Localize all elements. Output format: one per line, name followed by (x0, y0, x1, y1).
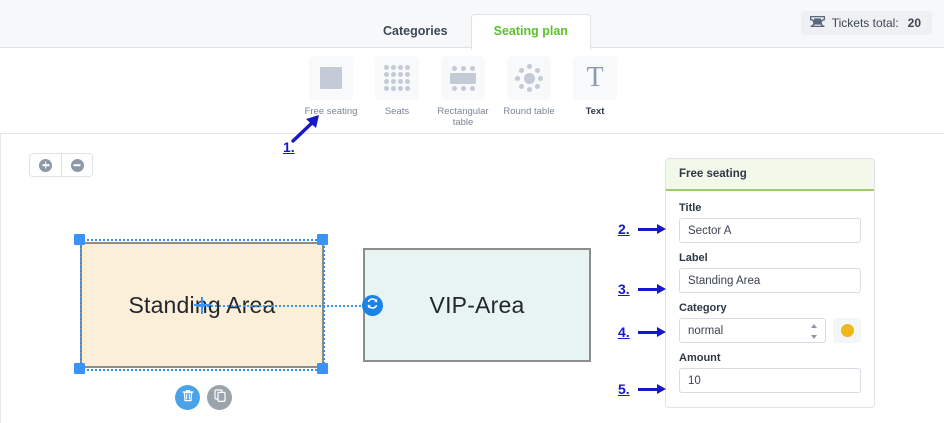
tool-label: Seats (384, 106, 410, 117)
ticket-icon (809, 15, 826, 30)
tickets-total-label: Tickets total: (831, 16, 899, 30)
zoom-controls (29, 153, 93, 177)
title-label: Title (679, 202, 702, 214)
minus-circle-icon (70, 158, 84, 172)
resize-handle-top-left[interactable] (74, 234, 85, 245)
annotation-1-arrow (291, 115, 319, 143)
amount-input[interactable] (679, 368, 861, 393)
field-amount: Amount (679, 352, 861, 393)
tickets-total-value: 20 (907, 16, 921, 30)
plus-circle-icon (39, 158, 52, 172)
tab-bar: Categories Seating plan (360, 14, 591, 50)
dot-grid-icon (375, 56, 419, 100)
annotation-3-arrow (638, 284, 666, 295)
zoom-in-button[interactable] (30, 154, 61, 176)
trash-icon (181, 389, 194, 407)
resize-handle-top-right[interactable] (317, 234, 328, 245)
annotation-5-number: 5. (618, 381, 630, 397)
color-swatch-icon (840, 324, 854, 337)
filled-square-icon (309, 56, 353, 100)
tool-text[interactable]: T Text (569, 56, 621, 128)
tool-free-seating[interactable]: Free seating (305, 56, 357, 128)
rotate-icon (366, 297, 379, 315)
tool-label: Text (585, 106, 605, 117)
category-value: normal (688, 324, 724, 337)
copy-icon (213, 388, 226, 407)
label-label: Label (679, 252, 708, 264)
tool-label: Rectangular table (437, 106, 489, 129)
spinner-arrows-icon (811, 323, 818, 340)
duplicate-shape-button[interactable] (207, 385, 232, 410)
shape-vip-area[interactable]: VIP-Area (363, 248, 591, 362)
resize-handle-bottom-right[interactable] (317, 363, 328, 374)
tab-seating-plan[interactable]: Seating plan (470, 14, 591, 50)
field-category: Category normal (679, 302, 861, 343)
center-crosshair-icon (194, 297, 211, 314)
annotation-4-number: 4. (618, 324, 630, 340)
amount-label: Amount (679, 352, 721, 364)
tool-strip: Free seating Seats Rectangular table (0, 48, 944, 134)
annotation-2-number: 2. (618, 221, 630, 237)
annotation-1-number: 1. (283, 139, 295, 155)
delete-shape-button[interactable] (175, 385, 200, 410)
tickets-total-badge: Tickets total: 20 (800, 11, 932, 35)
field-title: Title (679, 202, 861, 243)
annotation-4-arrow (638, 327, 666, 338)
properties-panel: Free seating Title Label Category normal (665, 158, 875, 408)
tool-label: Round table (503, 106, 555, 117)
tool-rectangular-table[interactable]: Rectangular table (437, 56, 489, 128)
rotate-handle[interactable] (362, 295, 383, 316)
top-bar: Categories Seating plan Tickets total: 2… (0, 0, 944, 50)
panel-body: Title Label Category normal Amount (666, 191, 874, 407)
tool-list: Free seating Seats Rectangular table (305, 56, 621, 128)
category-row: normal (679, 318, 861, 343)
annotation-2-arrow (638, 224, 666, 235)
label-input[interactable] (679, 268, 861, 293)
tool-seats[interactable]: Seats (371, 56, 423, 128)
shape-action-buttons (175, 385, 232, 410)
shape-label: VIP-Area (429, 291, 525, 318)
category-select[interactable]: normal (679, 318, 826, 343)
resize-handle-bottom-left[interactable] (74, 363, 85, 374)
rectangular-table-icon (441, 56, 485, 100)
category-color-button[interactable] (833, 318, 861, 343)
annotation-3-number: 3. (618, 281, 630, 297)
panel-header: Free seating (666, 159, 874, 191)
annotation-5-arrow (638, 384, 666, 395)
zoom-out-button[interactable] (61, 154, 92, 176)
text-T-icon: T (573, 56, 617, 100)
alignment-guide (196, 305, 372, 307)
category-label: Category (679, 302, 727, 314)
field-label: Label (679, 252, 861, 293)
round-table-icon (507, 56, 551, 100)
title-input[interactable] (679, 218, 861, 243)
tool-round-table[interactable]: Round table (503, 56, 555, 128)
tool-label: Free seating (304, 106, 358, 117)
tab-categories[interactable]: Categories (383, 24, 448, 38)
